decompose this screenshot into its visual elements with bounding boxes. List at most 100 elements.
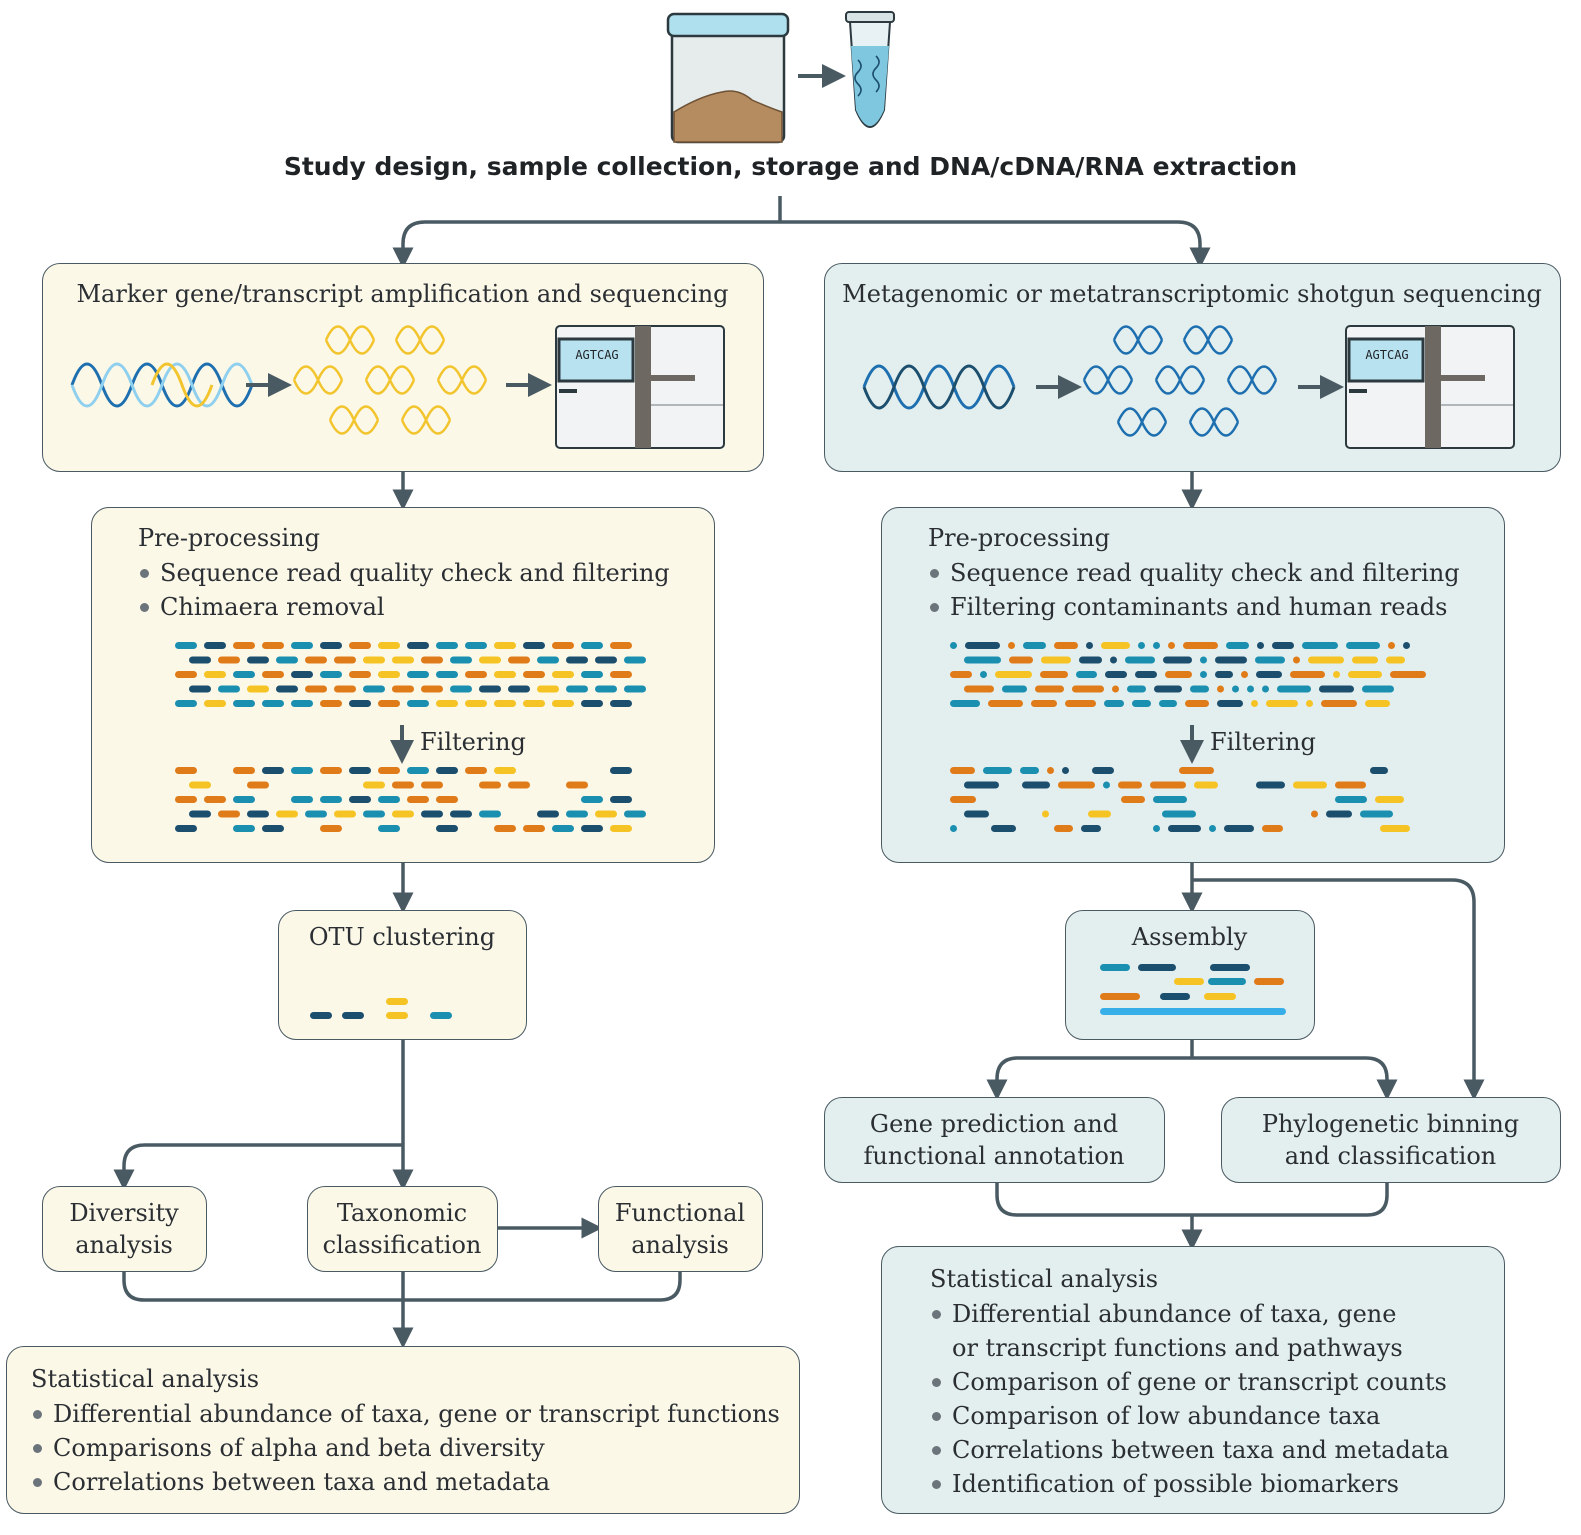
read-segment: [334, 810, 356, 818]
read-segment: [1333, 671, 1340, 678]
read-segment: [950, 796, 976, 803]
read-segment: [1190, 685, 1209, 693]
read-segment: [247, 656, 269, 664]
read-segment: [276, 685, 298, 693]
assembly-box: Assembly: [1065, 910, 1315, 1040]
read-segment: [1168, 825, 1201, 832]
read-segment: [386, 998, 408, 1005]
read-segment: [233, 825, 255, 832]
read-segment: [1020, 767, 1039, 774]
read-segment: [964, 781, 999, 789]
read-segment: [1403, 642, 1410, 649]
gene-prediction-line-1: Gene prediction and: [869, 1110, 1119, 1138]
read-segment: [218, 685, 240, 693]
list-item: Comparison of low abundance taxa: [930, 1399, 1449, 1433]
read-segment: [1293, 656, 1300, 664]
read-segment: [508, 685, 530, 693]
read-segment: [392, 781, 414, 789]
read-segment: [1185, 700, 1209, 707]
read-segment: [320, 767, 342, 774]
read-segment: [1104, 700, 1124, 707]
left-preprocessing-box: Pre-processing Sequence read quality che…: [91, 507, 715, 863]
read-segment: [1125, 656, 1155, 664]
read-segment: [566, 781, 588, 789]
sequencer-icon: [555, 325, 725, 449]
read-segment: [189, 810, 211, 818]
read-segment: [436, 796, 458, 803]
read-segment: [407, 767, 429, 774]
read-segment: [1326, 810, 1352, 818]
gene-prediction-box: Gene prediction and functional annotatio…: [824, 1097, 1165, 1183]
read-segment: [950, 700, 980, 707]
read-segment: [581, 642, 603, 649]
read-segment: [233, 700, 255, 707]
read-segment: [552, 642, 574, 649]
read-segment: [1217, 685, 1224, 693]
diversity-analysis-box: Diversity analysis: [42, 1186, 207, 1272]
read-segment: [436, 671, 458, 678]
read-segment: [1121, 796, 1145, 803]
read-segment: [450, 685, 472, 693]
read-segment: [980, 671, 987, 678]
read-segment: [204, 671, 226, 678]
read-segment: [1200, 671, 1207, 678]
left-statistical-list: Differential abundance of taxa, gene or …: [31, 1397, 780, 1499]
assembly-contigs: [1100, 964, 1286, 1015]
read-segment: [552, 671, 574, 678]
read-segment: [1241, 671, 1248, 678]
read-segment: [407, 796, 429, 803]
read-segment: [465, 700, 487, 707]
otu-clustering-title: OTU clustering: [308, 923, 496, 951]
read-segment: [1311, 810, 1318, 818]
read-segment: [1210, 964, 1250, 971]
read-segment: [320, 671, 342, 678]
read-segment: [537, 810, 559, 818]
read-segment: [1204, 993, 1236, 1000]
read-segment: [1054, 825, 1073, 832]
read-segment: [566, 810, 588, 818]
read-segment: [276, 810, 298, 818]
read-segment: [1272, 642, 1294, 649]
read-segment: [1224, 825, 1254, 832]
read-segment: [247, 685, 269, 693]
read-segment: [262, 825, 284, 832]
read-segment: [964, 810, 989, 818]
read-segment: [1138, 642, 1145, 649]
read-segment: [624, 685, 646, 693]
read-segment: [1380, 825, 1410, 832]
read-segment: [1302, 642, 1338, 649]
read-segment: [1293, 781, 1327, 789]
read-segment: [450, 656, 472, 664]
read-segment: [595, 810, 617, 818]
right-preprocessing-box: Pre-processing Sequence read quality che…: [881, 507, 1505, 863]
read-segment: [436, 642, 458, 649]
read-segment: [247, 781, 269, 789]
read-segment: [1163, 656, 1192, 664]
read-segment: [204, 642, 226, 649]
read-segment: [291, 700, 313, 707]
read-segment: [494, 700, 516, 707]
list-item: Differential abundance of taxa, gene: [930, 1297, 1449, 1331]
read-segment: [1022, 781, 1050, 789]
read-segment: [378, 796, 400, 803]
read-segment: [523, 700, 545, 707]
read-segment: [1390, 671, 1426, 678]
read-segment: [988, 700, 1023, 707]
read-segment: [349, 767, 371, 774]
taxonomic-line-1: Taxonomic: [336, 1199, 468, 1227]
read-segment: [392, 810, 414, 818]
read-segment: [1081, 825, 1101, 832]
read-segment: [995, 671, 1032, 678]
read-segment: [1153, 642, 1160, 649]
read-segment: [291, 767, 313, 774]
read-segment: [1319, 685, 1354, 693]
functional-analysis-box: Functional analysis: [598, 1186, 763, 1272]
read-segment: [610, 700, 632, 707]
functional-line-2: analysis: [631, 1231, 729, 1259]
read-segment: [1110, 656, 1117, 664]
read-segment: [1254, 978, 1284, 985]
read-segment: [1256, 671, 1282, 678]
read-segment: [1335, 796, 1367, 803]
read-segment: [189, 656, 211, 664]
shotgun-title: Metagenomic or metatranscriptomic shotgu…: [842, 280, 1542, 308]
